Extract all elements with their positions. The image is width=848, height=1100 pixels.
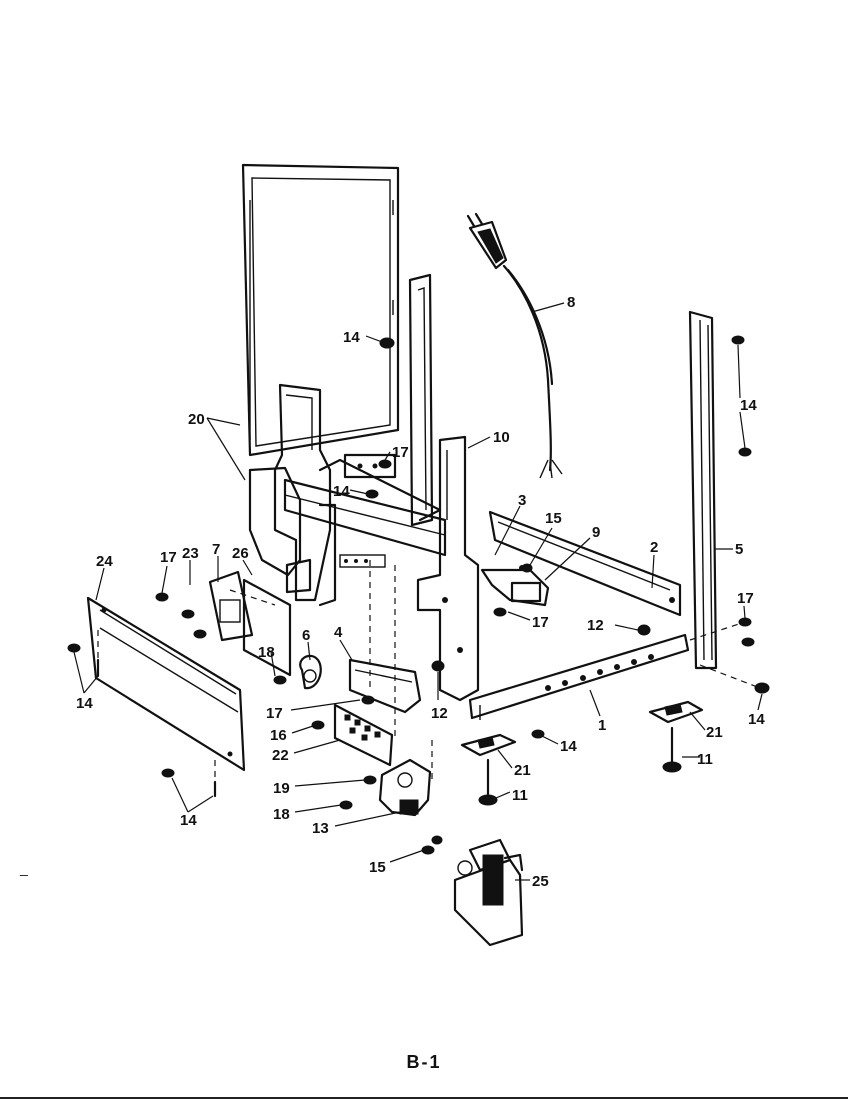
callout-9: 9 [592, 524, 600, 541]
callout-8: 8 [567, 294, 575, 311]
part-8-power-cord [466, 212, 563, 479]
callout-14: 14 [333, 483, 350, 500]
callout-21: 21 [514, 762, 531, 779]
callout-14: 14 [343, 329, 360, 346]
part-13-valve [378, 758, 432, 817]
part-4-bracket [348, 658, 422, 714]
part-2-side-rail [488, 510, 682, 617]
callout-19: 19 [273, 780, 290, 797]
callout-14: 14 [180, 812, 197, 829]
part-21-left-bracket [460, 733, 517, 757]
callout-16: 16 [270, 727, 287, 744]
callout-15: 15 [545, 510, 562, 527]
callout-14: 14 [76, 695, 93, 712]
callout-6: 6 [302, 627, 310, 644]
part-5-right-rail [688, 310, 718, 670]
callout-5: 5 [735, 541, 743, 558]
part-20-panel [241, 163, 400, 457]
callout-17: 17 [737, 590, 754, 607]
callout-15: 15 [369, 859, 386, 876]
part-11-right-foot [662, 726, 682, 773]
callout-7: 7 [212, 541, 220, 558]
callout-11: 11 [697, 751, 713, 768]
callout-23: 23 [182, 545, 199, 562]
part-6-clamp [299, 654, 322, 690]
callout-12: 12 [431, 705, 448, 722]
part-7-plate [208, 570, 254, 642]
part-9-bracket [480, 565, 550, 607]
alignment-lines [97, 560, 761, 782]
callout-21: 21 [706, 724, 723, 741]
callout-4: 4 [334, 624, 343, 641]
callout-2: 2 [650, 539, 658, 556]
callout-18: 18 [258, 644, 275, 661]
callout-14: 14 [748, 711, 765, 728]
callout-17: 17 [392, 444, 409, 461]
callout-22: 22 [272, 747, 289, 764]
callout-1: 1 [598, 717, 606, 734]
bottom-rule [0, 1097, 848, 1099]
edge-mark: _ [20, 860, 28, 876]
part-26-bracket [242, 578, 292, 677]
callout-labels: 14 8 14 10 20 17 14 3 15 9 2 5 24 17 23 … [76, 294, 765, 890]
callout-11: 11 [512, 787, 528, 804]
leader-lines [73, 302, 763, 881]
callout-14: 14 [740, 397, 757, 414]
callout-18: 18 [273, 806, 290, 823]
left-frame-assembly [248, 383, 386, 607]
callout-17: 17 [532, 614, 549, 631]
part-21-right-bracket [648, 700, 704, 724]
part-22-terminal-block [333, 703, 394, 767]
callout-20: 20 [188, 411, 205, 428]
part-1-front-rail [468, 633, 690, 720]
callout-14: 14 [560, 738, 577, 755]
callout-12: 12 [587, 617, 604, 634]
part-10-upright [408, 273, 480, 702]
callout-25: 25 [532, 873, 549, 890]
page-label: B-1 [406, 1052, 442, 1072]
callout-3: 3 [518, 492, 526, 509]
callout-13: 13 [312, 820, 329, 837]
callout-26: 26 [232, 545, 249, 562]
callout-24: 24 [96, 553, 113, 570]
callout-17: 17 [160, 549, 177, 566]
main-cross-member [283, 453, 447, 557]
part-11-left-foot [478, 758, 498, 806]
part-24-kick-bar [86, 596, 246, 772]
part-25-valve-assembly [453, 838, 524, 947]
callout-17: 17 [266, 705, 283, 722]
callout-10: 10 [493, 429, 510, 446]
fasteners [67, 335, 770, 855]
